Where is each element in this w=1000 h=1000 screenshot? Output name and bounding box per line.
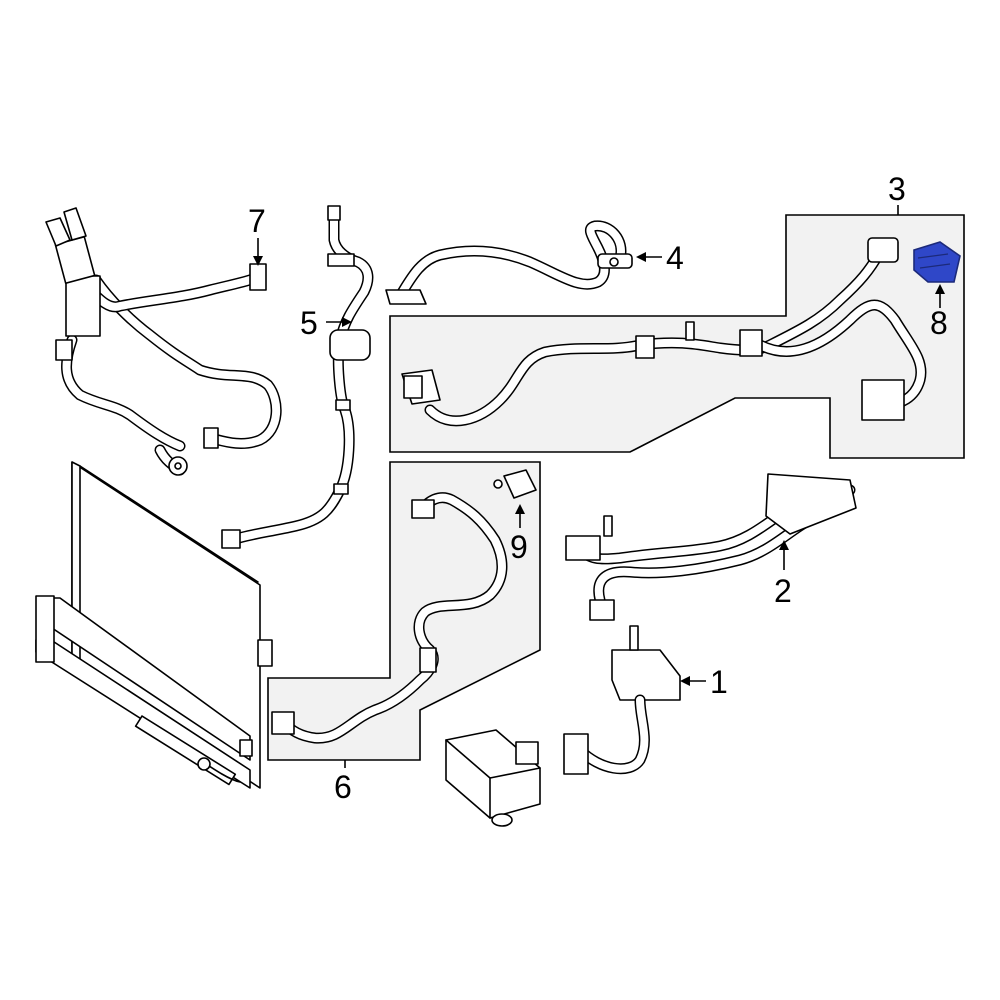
callout-7[interactable]: 7 <box>248 203 266 239</box>
callout-3[interactable]: 3 <box>888 171 906 207</box>
callout-2[interactable]: 2 <box>774 573 792 609</box>
hose-5 <box>221 205 374 549</box>
callout-5[interactable]: 5 <box>300 305 318 341</box>
part-8-highlighted[interactable] <box>913 241 961 283</box>
condenser <box>35 461 273 789</box>
hose-assembly-7 <box>45 207 282 476</box>
callout-8[interactable]: 8 <box>930 305 948 341</box>
callout-6[interactable]: 6 <box>334 769 352 805</box>
group-box-3 <box>389 214 965 459</box>
group-box-6 <box>267 461 541 761</box>
hose-4 <box>385 220 633 305</box>
hose-1 <box>563 625 681 775</box>
hose-assembly-3 <box>401 237 927 427</box>
hose-6 <box>271 492 508 744</box>
part-9 <box>493 469 537 499</box>
callout-1[interactable]: 1 <box>710 664 728 700</box>
callout-4[interactable]: 4 <box>666 240 684 276</box>
hose-2 <box>565 473 857 621</box>
leader-lines <box>253 205 945 768</box>
callout-9[interactable]: 9 <box>510 529 528 565</box>
drier-module <box>445 729 541 827</box>
